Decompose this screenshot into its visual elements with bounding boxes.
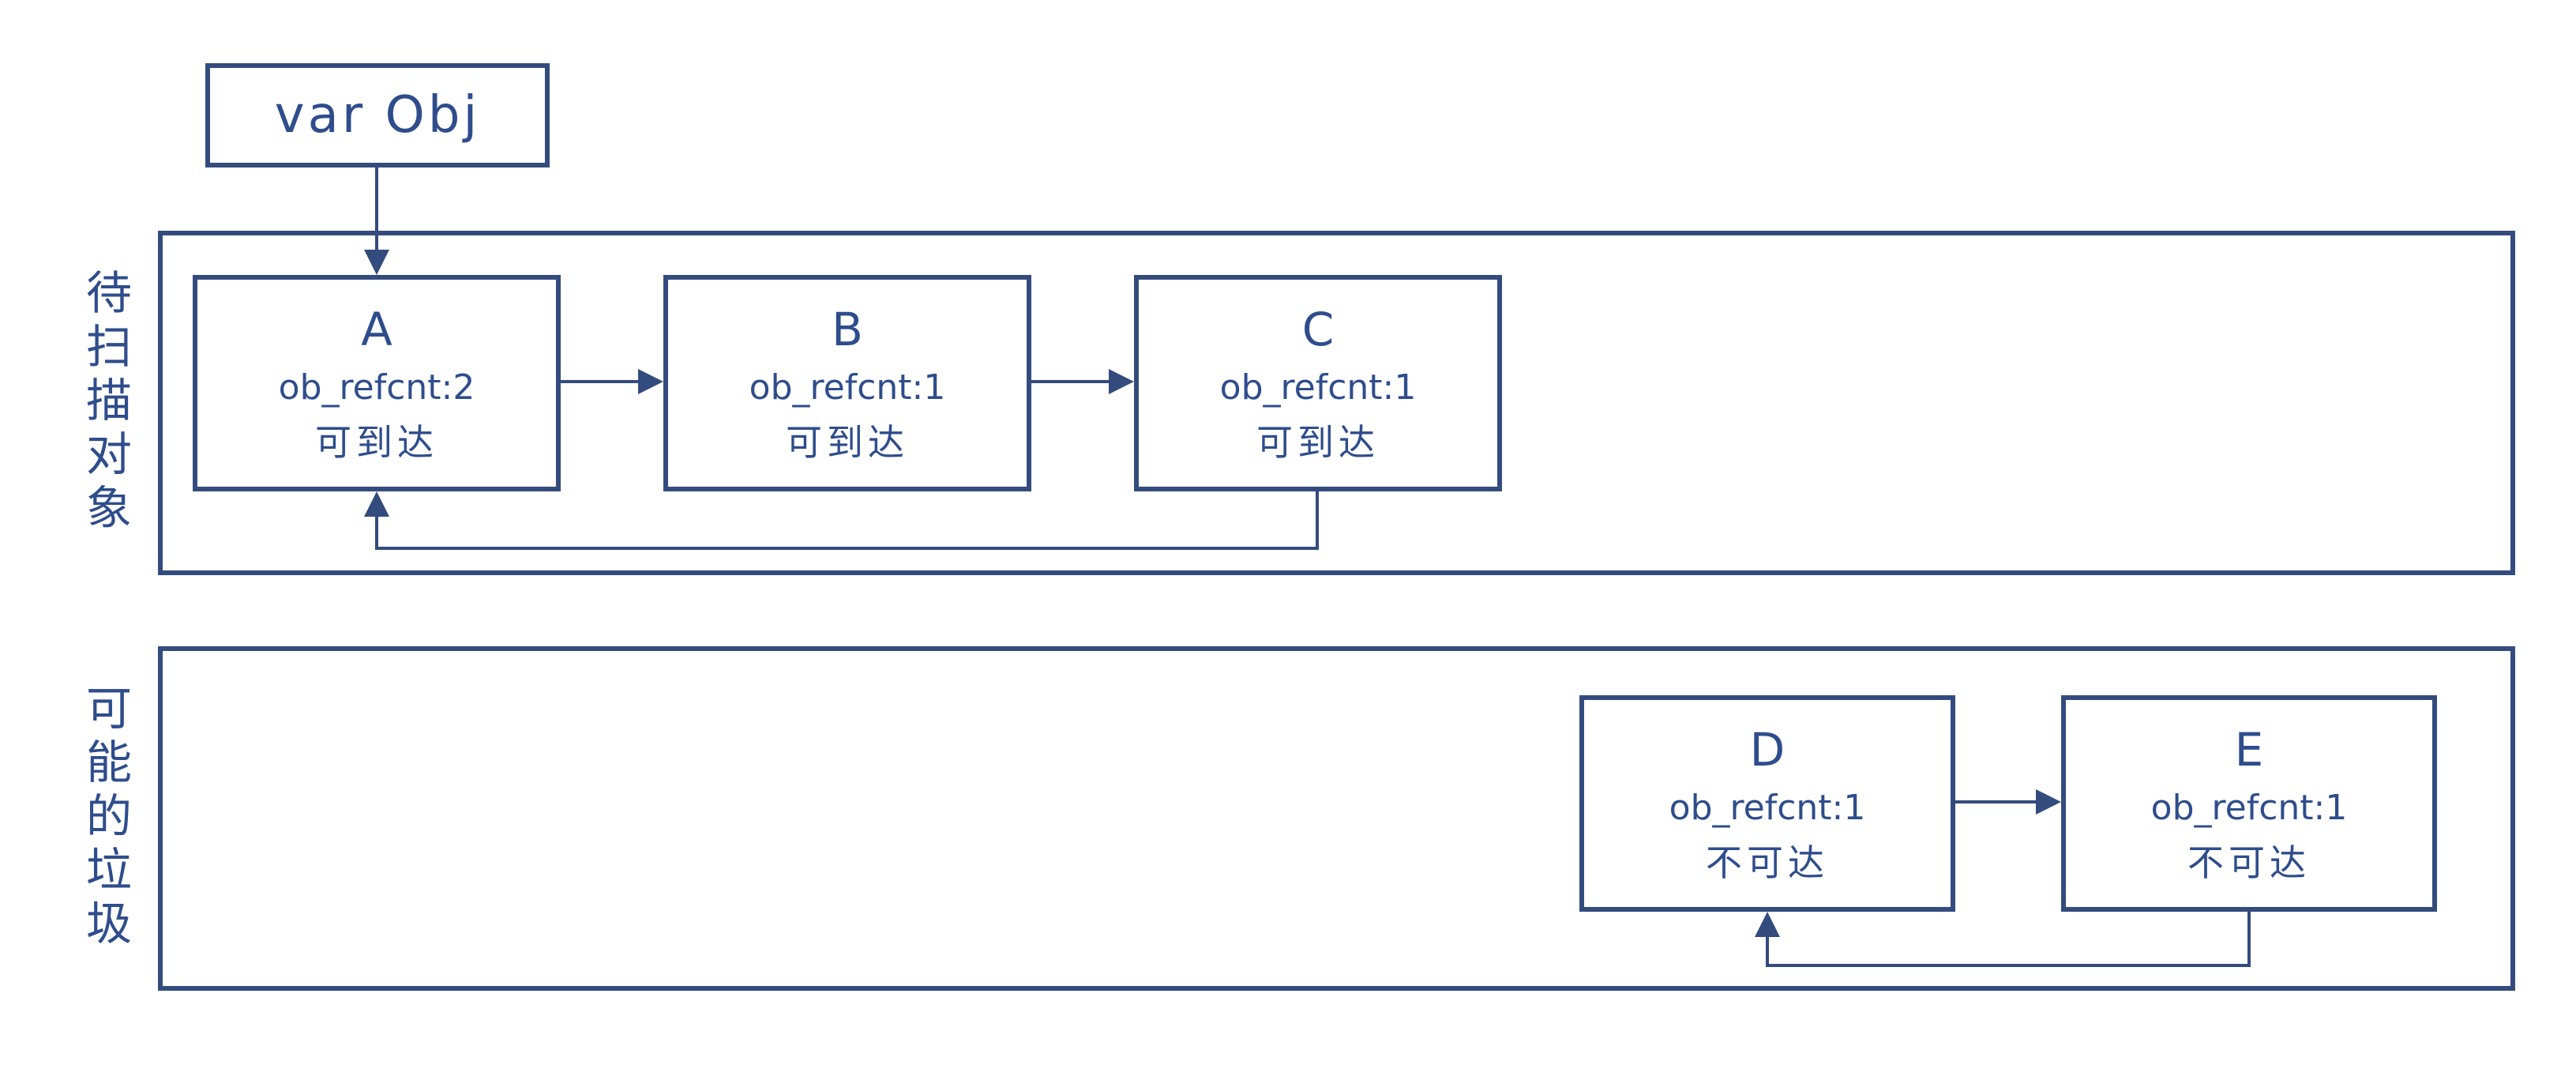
group-garbage-container — [158, 646, 2515, 991]
group-scan-label: 待扫描对象 — [78, 269, 132, 537]
node-A: A ob_refcnt:2 可到达 — [193, 275, 561, 491]
edge-a-b-arrowhead — [638, 369, 663, 394]
node-A-title: A — [361, 302, 392, 356]
edge-d-e-arrowhead — [2036, 789, 2061, 815]
var-obj-box: var Obj — [205, 63, 550, 167]
edge-b-c-arrowhead — [1109, 369, 1134, 394]
node-B: B ob_refcnt:1 可到达 — [663, 275, 1031, 491]
node-E-refcnt: ob_refcnt:1 — [2150, 788, 2348, 828]
node-C-status: 可到达 — [1256, 420, 1380, 464]
edge-c-a-rise-line — [375, 514, 378, 550]
node-C: C ob_refcnt:1 可到达 — [1134, 275, 1502, 491]
node-E-status: 不可达 — [2187, 841, 2311, 884]
node-C-title: C — [1301, 302, 1335, 356]
edge-d-e-line — [1955, 800, 2039, 803]
node-D-status: 不可达 — [1706, 841, 1829, 884]
node-A-refcnt: ob_refcnt:2 — [278, 367, 475, 408]
edge-c-a-bottom-line — [375, 547, 1319, 550]
edge-c-a-arrowhead — [364, 491, 389, 517]
group-scan-container — [158, 231, 2515, 575]
edge-c-a-drop-line — [1316, 491, 1319, 550]
node-E: E ob_refcnt:1 不可达 — [2061, 695, 2437, 912]
edge-e-d-drop-line — [2247, 912, 2251, 967]
node-D: D ob_refcnt:1 不可达 — [1579, 695, 1955, 912]
node-D-title: D — [1749, 722, 1786, 777]
edge-e-d-bottom-line — [1766, 964, 2251, 967]
edge-b-c-line — [1031, 380, 1110, 383]
edge-varobj-a-arrowhead — [364, 250, 389, 275]
node-B-refcnt: ob_refcnt:1 — [749, 367, 946, 408]
node-D-refcnt: ob_refcnt:1 — [1669, 788, 1866, 828]
node-B-status: 可到达 — [786, 420, 909, 464]
node-B-title: B — [832, 302, 863, 356]
node-E-title: E — [2234, 722, 2264, 777]
edge-varobj-a-line — [375, 167, 378, 253]
group-garbage-label: 可能的垃圾 — [78, 684, 132, 953]
node-A-status: 可到达 — [315, 420, 438, 464]
edge-e-d-arrowhead — [1755, 912, 1780, 937]
node-C-refcnt: ob_refcnt:1 — [1219, 367, 1417, 408]
var-obj-label: var Obj — [274, 86, 481, 145]
edge-a-b-line — [561, 380, 640, 383]
edge-e-d-rise-line — [1766, 934, 1769, 967]
